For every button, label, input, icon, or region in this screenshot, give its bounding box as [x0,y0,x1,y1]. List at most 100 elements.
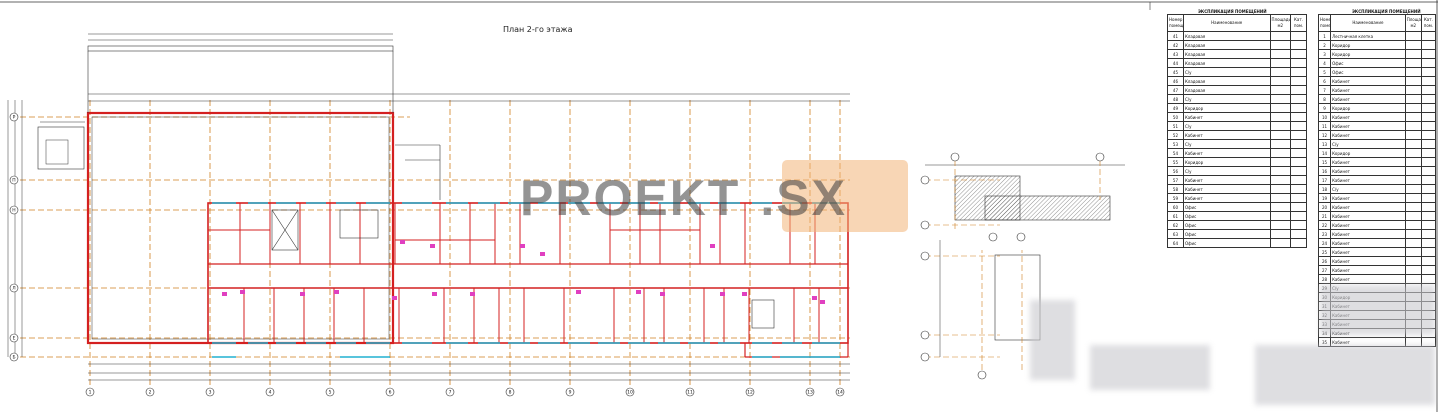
table2-room-category [1420,211,1437,221]
table2-room-category [1420,256,1437,266]
table1-header-area: Площадь, м2 [1269,14,1292,32]
table1-room-area [1269,238,1292,248]
table1-room-name: С/у [1182,166,1271,176]
table1-header-name: Наименование [1182,14,1271,32]
explication-table-2: Номер помещ. Наименование Площадь, м2 Ка… [1317,14,1437,347]
axis-letter-label: Л [12,286,15,292]
axis-number-label: 8 [509,390,512,396]
axis-bubble-letter [9,112,19,122]
axis-number-label: 2 [149,390,152,396]
table2-room-number: 24 [1317,238,1332,248]
table2-room-name: Офис [1330,58,1406,68]
table2-room-area [1404,130,1422,140]
table1-room-name: Кабинет [1182,112,1271,122]
table2-room-category [1420,238,1437,248]
table1-room-name: Офис [1182,238,1271,248]
table2-room-number: 7 [1317,85,1332,95]
table1-room-name: С/у [1182,94,1271,104]
table2-room-name: Кабинет [1330,193,1406,203]
table2-room-area [1404,121,1422,131]
table1-room-number: 52 [1167,130,1184,140]
table1-room-number: 47 [1167,85,1184,95]
table2-room-name: Кабинет [1330,175,1406,185]
table2-room-number: 27 [1317,265,1332,275]
table2-room-category [1420,220,1437,230]
table2-room-number: 28 [1317,274,1332,284]
table1-room-name: Кладовая [1182,76,1271,86]
table1-room-category [1290,76,1307,86]
table1-room-name: Кладовая [1182,40,1271,50]
table2-header-category: Кат. пом. [1420,14,1437,32]
table2-room-area [1404,193,1422,203]
table2-room-number: 6 [1317,76,1332,86]
axis-letter-label: Р [13,115,16,121]
table1-room-name: Кабинет [1182,175,1271,185]
axis-bubble-number [265,387,275,397]
table1-room-number: 58 [1167,184,1184,194]
table2-room-area [1404,49,1422,59]
table2-room-name: Лестничная клетка [1330,31,1406,41]
table2-room-category [1420,274,1437,284]
watermark-badge [782,160,908,232]
table2-room-area [1404,202,1422,212]
table2-room-category [1420,202,1437,212]
table1-room-category [1290,175,1307,185]
table1-room-category [1290,238,1307,248]
table2-room-name: Кабинет [1330,274,1406,284]
dimension-lines [7,33,850,381]
lift-shaft [271,209,299,251]
table1-room-name: С/у [1182,67,1271,77]
axis-number-label: 10 [627,390,633,396]
axis-bubble-number [745,387,755,397]
table1-room-number: 48 [1167,94,1184,104]
table2-room-category [1420,157,1437,167]
table2-room-number: 1 [1317,31,1332,41]
table1-room-category [1290,31,1307,41]
table1-room-number: 59 [1167,193,1184,203]
table1-room-number: 45 [1167,67,1184,77]
table2-room-number: 14 [1317,148,1332,158]
table2-room-category [1420,175,1437,185]
table1-room-name: Кабинет [1182,148,1271,158]
table2-room-number: 13 [1317,139,1332,149]
table1-room-number: 61 [1167,211,1184,221]
table2-room-area [1404,256,1422,266]
table2-room-area [1404,175,1422,185]
watermark-text: PROEKT [520,169,741,226]
plan-title: План 2-го этажа [503,25,573,34]
axis-letter-label: П [12,178,15,184]
table2-room-area [1404,94,1422,104]
table1-room-number: 56 [1167,166,1184,176]
table1-room-number: 54 [1167,148,1184,158]
table1-room-category [1290,211,1307,221]
table2-room-category [1420,229,1437,239]
table2-room-number: 19 [1317,193,1332,203]
table2-room-area [1404,265,1422,275]
table1-room-area [1269,184,1292,194]
table2-room-category [1420,139,1437,149]
axis-number-label: 14 [837,390,843,396]
table2-room-category [1420,76,1437,86]
table2-room-name: Кабинет [1330,220,1406,230]
table1-room-category [1290,49,1307,59]
redacted-block-3 [1255,345,1435,405]
section-hatch-b [984,195,1111,221]
table2-room-category [1420,166,1437,176]
table1-room-number: 51 [1167,121,1184,131]
table1-room-area [1269,112,1292,122]
